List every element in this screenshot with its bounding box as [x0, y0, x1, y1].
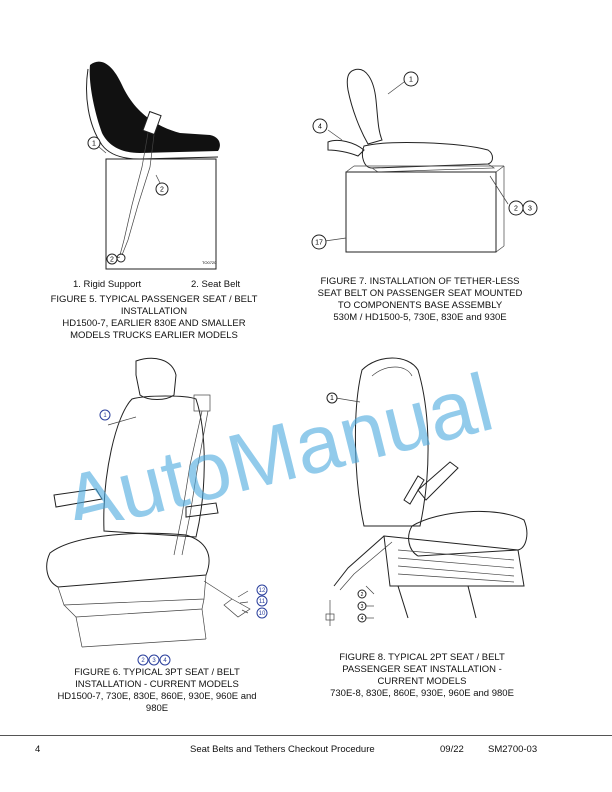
figure-6-callout-4: 4	[159, 654, 171, 666]
figure-5-art-code: TO0720	[202, 260, 217, 265]
svg-text:10: 10	[259, 611, 266, 617]
figure-5-callout-2-lower: 2	[106, 253, 118, 265]
svg-text:3: 3	[152, 658, 156, 664]
figure-5-callout-2: 2	[155, 182, 169, 196]
figure-7-caption: FIGURE 7. INSTALLATION OF TETHER-LESS SE…	[317, 276, 523, 323]
figure-6-caption: FIGURE 6. TYPICAL 3PT SEAT / BELT INSTAL…	[57, 667, 257, 714]
figure-7-callout-1: 1	[403, 71, 419, 87]
figure-8-callout-2: 2	[357, 589, 367, 599]
figure-7-callout-4: 4	[312, 118, 328, 134]
svg-text:2: 2	[160, 187, 164, 194]
svg-text:2: 2	[514, 206, 518, 213]
figure-7-illustration: 1 4 2 3 17	[308, 60, 538, 260]
figure-8-callout-4: 4	[357, 613, 367, 623]
svg-text:4: 4	[361, 616, 364, 622]
svg-text:2: 2	[361, 592, 364, 598]
figure-6-callout-3: 3	[148, 654, 160, 666]
svg-text:3: 3	[361, 604, 364, 610]
footer-title: Seat Belts and Tethers Checkout Procedur…	[190, 744, 375, 755]
svg-text:17: 17	[315, 240, 323, 247]
figure-6-callout-2: 2	[137, 654, 149, 666]
svg-text:11: 11	[259, 599, 266, 605]
figure-8-illustration: 1 2 3 4	[308, 350, 548, 650]
footer-divider	[0, 735, 612, 736]
figure-8-callout-3: 3	[357, 601, 367, 611]
svg-text:4: 4	[163, 658, 167, 664]
svg-text:2: 2	[141, 658, 145, 664]
footer-date: 09/22	[440, 744, 464, 755]
svg-text:4: 4	[318, 124, 322, 131]
figure-6-callout-12: 12	[256, 584, 268, 596]
figure-7-callout-3: 3	[522, 200, 538, 216]
figure-5-illustration: TO0720 1 2 2	[80, 55, 230, 275]
figure-6-callout-10: 10	[256, 607, 268, 619]
figure-7-callout-2: 2	[508, 200, 524, 216]
svg-text:2: 2	[110, 257, 114, 264]
svg-text:1: 1	[409, 77, 413, 84]
svg-text:1: 1	[103, 413, 107, 419]
figure-5-legend-seat-belt: 2. Seat Belt	[191, 279, 241, 290]
svg-text:1: 1	[330, 395, 334, 402]
figure-6-illustration: 1 12 11 10 2 3 4	[36, 355, 276, 667]
figure-8-caption: FIGURE 8. TYPICAL 2PT SEAT / BELT PASSEN…	[330, 652, 514, 699]
footer-page-number: 4	[35, 744, 41, 755]
figure-5-callout-1: 1	[87, 136, 101, 150]
svg-text:1: 1	[92, 141, 96, 148]
figure-8-callout-1: 1	[326, 392, 338, 404]
footer-doc-id: SM2700-03	[488, 744, 538, 755]
figure-6-callout-11: 11	[256, 595, 268, 607]
svg-text:12: 12	[259, 588, 266, 594]
figure-5-legend-rigid-support: 1. Rigid Support	[73, 279, 142, 290]
figure-7-callout-17: 17	[311, 234, 327, 250]
svg-text:3: 3	[528, 206, 532, 213]
figure-6-callout-1: 1	[99, 409, 111, 421]
figure-5-caption: FIGURE 5. TYPICAL PASSENGER SEAT / BELT …	[50, 294, 258, 341]
